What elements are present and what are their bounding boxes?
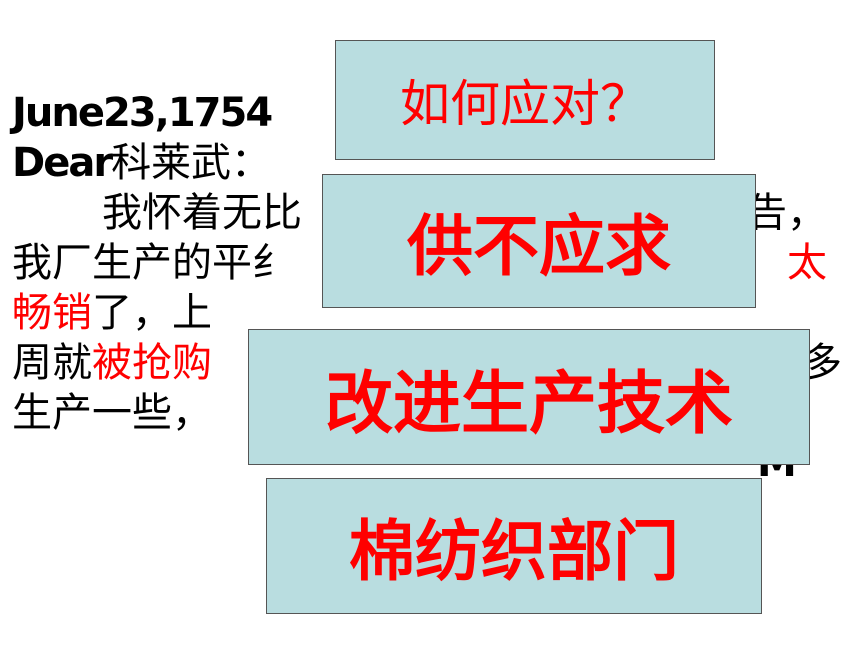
letter-line2-start: 我厂生产的平纟 xyxy=(12,240,292,286)
letter-line4-red: 被抢购 xyxy=(92,340,212,386)
letter-line-date: June23,1754 xyxy=(12,88,842,138)
letter-line2-red-end: 太 xyxy=(787,240,827,286)
letter-line-3: 畅销了，上 xyxy=(12,288,842,338)
improve-technology-box: 改进生产技术 xyxy=(248,329,810,465)
letter-line1-start: 我怀着无比 xyxy=(102,190,302,236)
supply-demand-text: 供不应求 xyxy=(407,208,671,285)
letter-line1-end: 告， xyxy=(747,190,827,236)
letter-line4: 周就 xyxy=(12,340,92,386)
letter-line3-red: 畅销 xyxy=(12,290,92,336)
improve-technology-text: 改进生产技术 xyxy=(324,364,733,444)
cotton-textile-text: 棉纺织部门 xyxy=(349,513,679,590)
letter-date: June23,1754 xyxy=(12,90,273,136)
letter-line-5: 生产一些， xyxy=(12,388,842,438)
letter-line3: 了，上 xyxy=(92,290,212,336)
greeting-name: 科莱武： xyxy=(111,140,272,186)
question-text: 如何应对？ xyxy=(400,75,650,133)
letter-line-2: 我厂生产的平纟 太 xyxy=(12,238,842,288)
cotton-textile-box: 棉纺织部门 xyxy=(266,478,762,614)
supply-demand-box: 供不应求 xyxy=(322,174,756,308)
greeting-dear: Dear xyxy=(12,140,113,186)
question-box: 如何应对？ xyxy=(335,40,715,160)
letter-line-greeting: Dear科莱武： xyxy=(12,138,842,188)
letter-line5: 生产一些， xyxy=(12,390,212,436)
letter-line-1: 我怀着无比 告， xyxy=(12,188,842,238)
letter-text: June23,1754 Dear科莱武： 我怀着无比 告， 我厂生产的平纟 太 畅销… xyxy=(12,88,842,486)
